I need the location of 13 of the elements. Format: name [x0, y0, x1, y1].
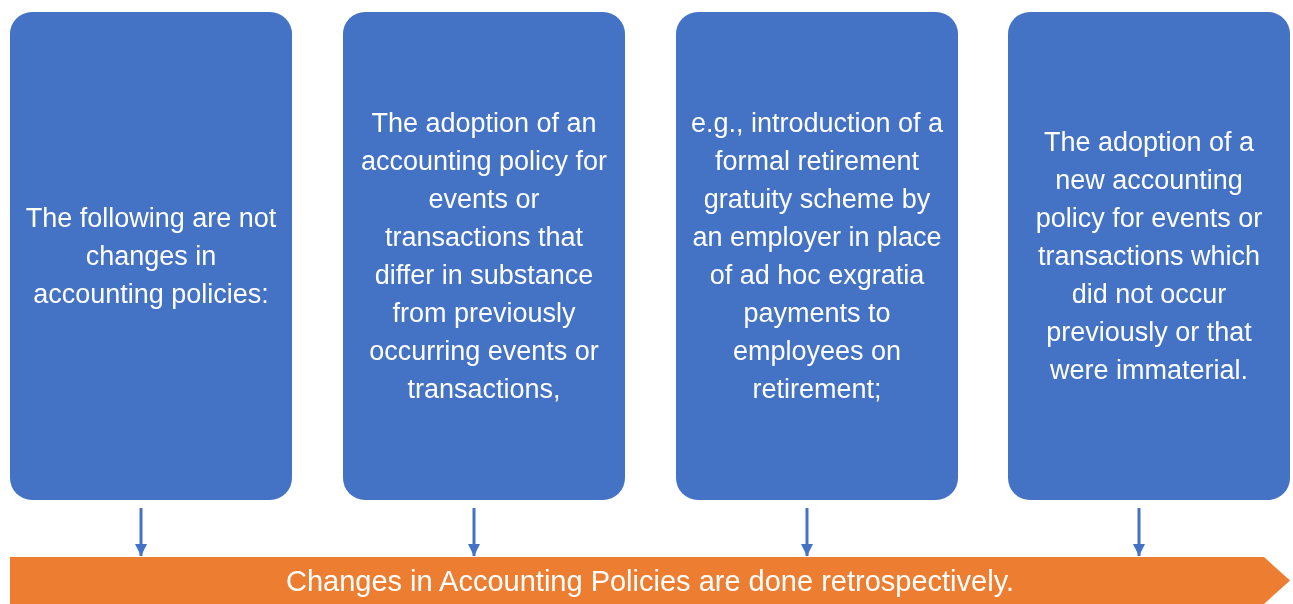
card-text: The adoption of an accounting policy for events or transactions that differ in substance from previously occurring events or transactions,	[359, 107, 609, 406]
text-card	[10, 12, 292, 500]
card-text: e.g., introduction of a formal retirement gratuity scheme by an employer in place of ad hoc exgratia payments to employees on retirement;	[690, 107, 944, 406]
text-card	[343, 12, 625, 500]
banner-text: Changes in Accounting Policies are done retrospectively.	[285, 563, 1015, 599]
arrow	[1133, 508, 1145, 556]
card-text: The following are not changes in accounting policies:	[24, 202, 278, 311]
arrow	[468, 508, 480, 556]
card-text: The adoption of a new accounting policy for events or transactions which did not occur previously or that were immaterial.	[1034, 126, 1264, 387]
text-card	[1008, 12, 1290, 500]
arrow	[135, 508, 147, 556]
text-card	[676, 12, 958, 500]
arrow	[801, 508, 813, 556]
